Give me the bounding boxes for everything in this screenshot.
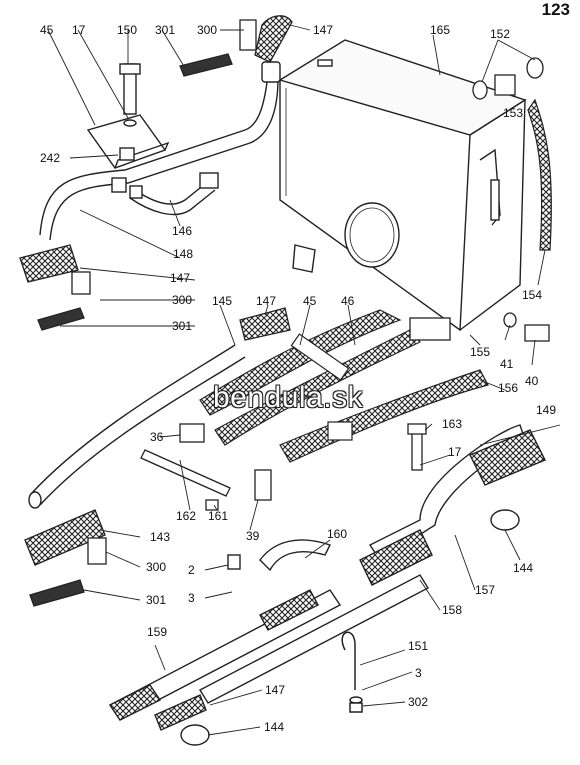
callout-17: 17 bbox=[448, 445, 462, 459]
callout-46: 46 bbox=[341, 294, 355, 308]
callout-146: 146 bbox=[172, 224, 192, 238]
callout-300: 300 bbox=[146, 560, 166, 574]
lower-pipes bbox=[108, 424, 546, 746]
watermark: bendula.sk bbox=[213, 381, 364, 414]
strap bbox=[140, 449, 231, 511]
callout-45: 45 bbox=[40, 23, 54, 37]
callout-162: 162 bbox=[176, 509, 196, 523]
callout-301: 301 bbox=[146, 593, 166, 607]
upper-pipe bbox=[39, 61, 281, 241]
callout-150: 150 bbox=[117, 23, 137, 37]
callout-3: 3 bbox=[415, 666, 422, 680]
callout-3: 3 bbox=[188, 591, 195, 605]
callout-labels: 45 17 150 301 300 147 165 152 153 242 146 148 147 300… bbox=[40, 23, 556, 734]
callout-153: 153 bbox=[503, 106, 523, 120]
callout-161: 161 bbox=[208, 509, 228, 523]
callout-159: 159 bbox=[147, 625, 167, 639]
page-number: 123 bbox=[541, 0, 570, 19]
callout-149: 149 bbox=[536, 403, 556, 417]
callout-160: 160 bbox=[327, 527, 347, 541]
fittings-right bbox=[179, 57, 550, 501]
sleeves-bottom bbox=[24, 509, 107, 607]
callout-301: 301 bbox=[172, 319, 192, 333]
callout-301: 301 bbox=[155, 23, 175, 37]
leader-lines bbox=[47, 24, 561, 736]
callout-41: 41 bbox=[500, 357, 514, 371]
callout-152: 152 bbox=[490, 27, 510, 41]
callout-147: 147 bbox=[313, 23, 333, 37]
callout-300: 300 bbox=[197, 23, 217, 37]
hoses bbox=[199, 98, 552, 463]
callout-154: 154 bbox=[522, 288, 542, 302]
callout-163: 163 bbox=[442, 417, 462, 431]
callout-165: 165 bbox=[430, 23, 450, 37]
callout-39: 39 bbox=[246, 529, 260, 543]
fuel-tank bbox=[278, 39, 527, 332]
callout-242: 242 bbox=[40, 151, 60, 165]
callout-45: 45 bbox=[303, 294, 317, 308]
callout-155: 155 bbox=[470, 345, 490, 359]
callout-302: 302 bbox=[408, 695, 428, 709]
callout-148: 148 bbox=[173, 247, 193, 261]
callout-147: 147 bbox=[265, 683, 285, 697]
callout-147: 147 bbox=[256, 294, 276, 308]
callout-158: 158 bbox=[442, 603, 462, 617]
long-pipe bbox=[28, 344, 246, 509]
callout-157: 157 bbox=[475, 583, 495, 597]
callout-36: 36 bbox=[150, 430, 164, 444]
hook bbox=[341, 631, 363, 713]
callout-143: 143 bbox=[150, 530, 170, 544]
callout-144: 144 bbox=[264, 720, 284, 734]
callout-2: 2 bbox=[188, 563, 195, 577]
callout-300: 300 bbox=[172, 293, 192, 307]
callout-147: 147 bbox=[170, 271, 190, 285]
callout-151: 151 bbox=[408, 639, 428, 653]
callout-40: 40 bbox=[525, 374, 539, 388]
sleeves-top bbox=[19, 15, 293, 341]
callout-156: 156 bbox=[498, 381, 518, 395]
callout-145: 145 bbox=[212, 294, 232, 308]
callout-17: 17 bbox=[72, 23, 86, 37]
callout-144: 144 bbox=[513, 561, 533, 575]
